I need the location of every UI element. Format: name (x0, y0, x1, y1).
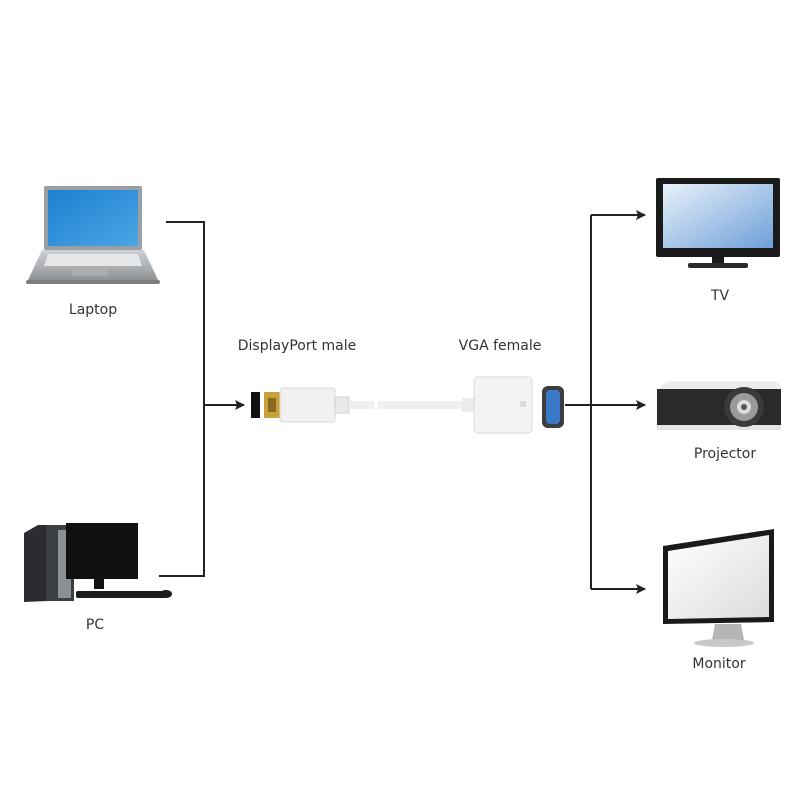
projector-icon (657, 381, 781, 430)
left-connector-lines (159, 221, 245, 577)
laptop-line (159, 221, 205, 577)
laptop-icon (26, 186, 160, 284)
pc-icon (24, 523, 172, 602)
vga-adapter-icon (462, 376, 564, 434)
laptop-label: Laptop (68, 302, 118, 318)
displayport-connector-icon (251, 387, 466, 423)
vga-female-label: VGA female (458, 338, 542, 354)
tv-icon (656, 178, 780, 268)
monitor-label: Monitor (692, 656, 746, 672)
monitor-icon (663, 529, 774, 647)
projector-label: Projector (693, 446, 757, 462)
right-connector-lines (565, 210, 646, 594)
tv-label: TV (710, 288, 730, 304)
displayport-male-label: DisplayPort male (237, 338, 357, 354)
pc-label: PC (85, 617, 105, 633)
